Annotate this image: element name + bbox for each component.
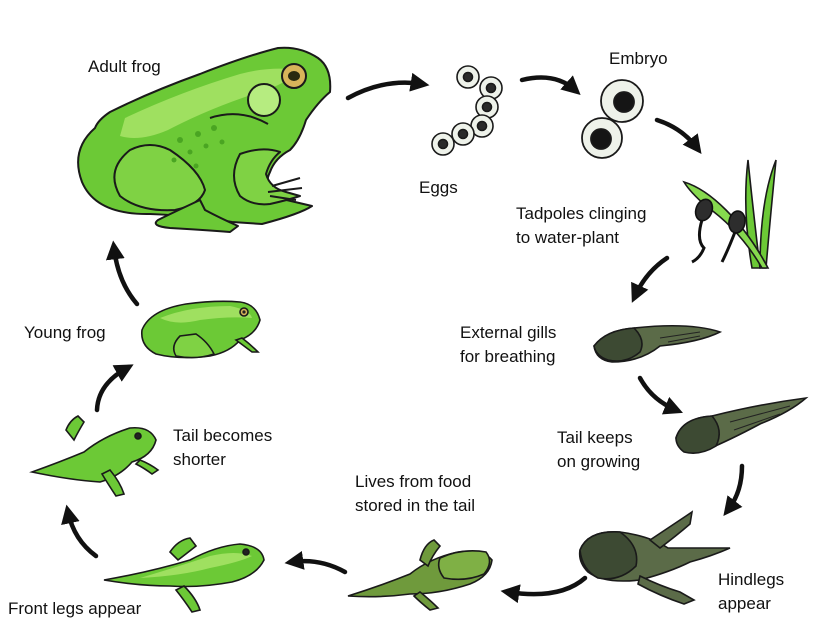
egg-icon xyxy=(456,65,480,89)
label-tail-becomes-shorter: Tail becomes shorter xyxy=(173,426,273,469)
tadpole-icon xyxy=(593,324,723,363)
frog-icon xyxy=(103,537,265,613)
label-eggs: Eggs xyxy=(419,178,458,197)
tadpole-icon xyxy=(578,510,731,605)
label-tadpoles-clinging: Tadpoles clinging to water-plant xyxy=(516,204,647,247)
egg-icon xyxy=(600,79,644,123)
tadpole-icon xyxy=(691,198,714,264)
cycle-arrows xyxy=(61,72,745,604)
cycle-arrow-icon xyxy=(500,575,588,604)
cycle-arrow-icon xyxy=(94,364,134,413)
cycle-arrow-icon xyxy=(723,463,745,516)
egg-icon xyxy=(475,95,499,119)
frog-icon xyxy=(29,415,160,497)
label-adult-frog: Adult frog xyxy=(88,57,161,76)
label-external-gills: External gills for breathing xyxy=(460,323,557,366)
egg-icon xyxy=(479,76,503,100)
cycle-arrow-icon xyxy=(284,551,348,575)
label-hindlegs-appear: Hindlegs appear xyxy=(718,570,785,613)
cycle-arrow-icon xyxy=(345,72,430,101)
eggs-group xyxy=(431,65,503,156)
label-tail-keeps-growing: Tail keeps on growing xyxy=(557,428,641,471)
cycle-arrow-icon xyxy=(654,117,702,155)
cycle-arrow-icon xyxy=(105,240,140,307)
cycle-arrow-icon xyxy=(637,375,683,415)
egg-icon xyxy=(451,122,475,146)
egg-icon xyxy=(431,132,455,156)
label-young-frog: Young frog xyxy=(24,323,106,342)
label-embryo: Embryo xyxy=(609,49,668,68)
cycle-arrow-icon xyxy=(61,504,99,559)
tadpole-icon xyxy=(720,210,746,263)
cycle-arrow-icon xyxy=(519,75,581,96)
adult-frog-icon xyxy=(77,46,332,233)
tadpole-icon xyxy=(675,396,809,454)
egg-icon xyxy=(470,114,494,138)
frog-icon xyxy=(140,300,261,359)
egg-icon xyxy=(581,117,623,159)
tadpole-icon xyxy=(347,539,493,611)
cycle-arrow-icon xyxy=(631,255,670,303)
label-lives-from-food: Lives from food stored in the tail xyxy=(355,472,476,515)
label-front-legs-appear: Front legs appear xyxy=(8,599,142,618)
embryo-group xyxy=(581,79,644,159)
